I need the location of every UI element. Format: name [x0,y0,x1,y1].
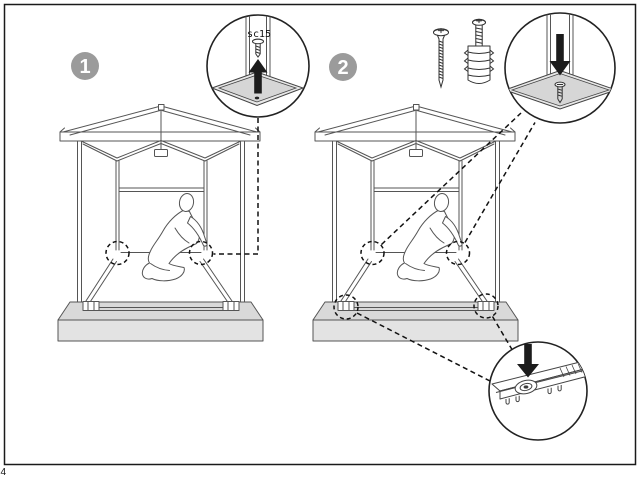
screw-size-label: sc15 [247,29,271,40]
step-2-number: 2 [337,57,348,79]
page-number: 4 [1,467,7,477]
page-border [3,3,637,466]
highlight-circle-foot-right [473,293,499,319]
highlight-circle-mid-left [360,240,385,266]
step-2-badge: 2 [329,53,357,81]
step-1-number: 1 [79,56,90,78]
highlight-circle-foot-left [333,294,359,320]
arrow-down-icon [549,34,571,76]
leader-lines [356,112,536,382]
leader-line [213,118,259,255]
callout-foot-bracket [488,341,588,441]
screw-icon [433,28,449,89]
callout-screw-from-below: sc15 [206,14,310,118]
fasteners [433,18,495,89]
foot-bracket [491,357,587,405]
callout-screw-insert [504,12,616,124]
wall-plug-icon [463,18,495,84]
arrow-up-icon [248,59,268,94]
highlight-circle-left [105,240,130,266]
small-screw-icon [252,38,264,58]
small-screw-icon [554,81,566,104]
step-1-badge: 1 [71,52,99,80]
highlight-circle-right [188,240,214,266]
step-2-illustration: 2 [312,12,616,441]
arrow-down-icon [517,344,539,378]
highlight-circle-mid-right [445,240,471,266]
step-1-illustration: sc15 1 [57,14,310,342]
